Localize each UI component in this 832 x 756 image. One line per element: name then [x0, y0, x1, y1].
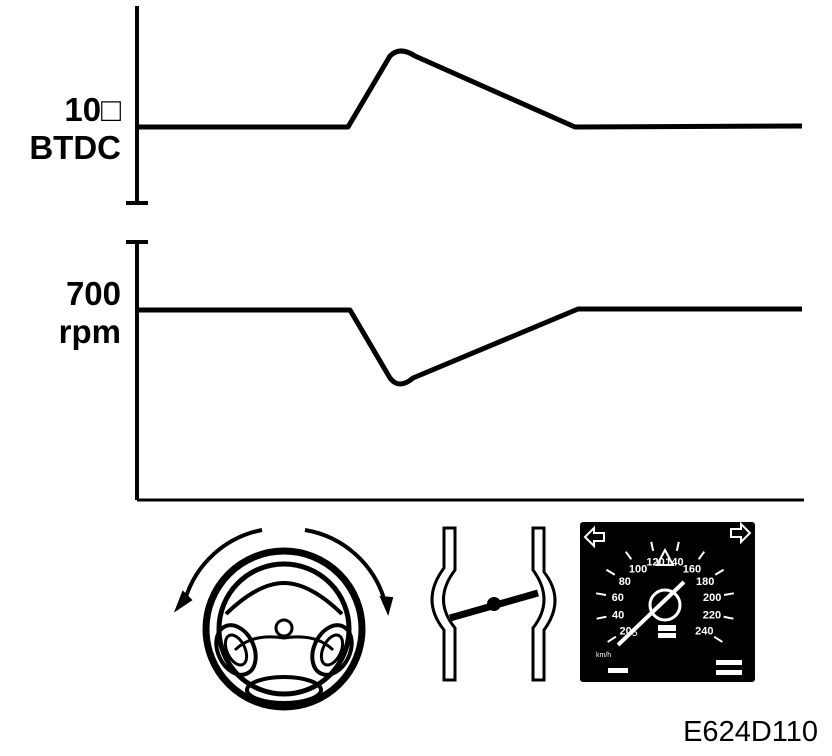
odometer-digit: 5 [632, 628, 638, 639]
idle-value-label: 700 [65, 275, 121, 312]
idle-unit-label: rpm [58, 313, 121, 350]
turn-left-arrow [183, 528, 263, 601]
speed-unit: km/h [596, 652, 611, 659]
idle-curve [137, 306, 802, 387]
timing-curve [137, 48, 803, 130]
speed-tick [697, 551, 706, 560]
idle-chart [126, 240, 804, 502]
speed-scale-label: 160 [683, 563, 701, 575]
speed-tick [596, 615, 607, 620]
speed-scale-label: 20 [620, 625, 632, 637]
speed-tick [723, 592, 735, 596]
speed-scale-label: 220 [703, 609, 721, 621]
speed-scale-label: 240 [695, 625, 713, 637]
speed-tick [605, 568, 616, 576]
speed-tick [624, 551, 633, 560]
arrow-head-left [173, 590, 193, 613]
speed-scale-label: 80 [619, 576, 631, 588]
steering-wheel-icon [173, 528, 394, 711]
timing-chart [126, 6, 803, 205]
speed-scale-label: 40 [612, 609, 624, 621]
speed-tick [607, 635, 617, 643]
arrow-head-right [379, 595, 394, 617]
speed-tick [595, 592, 607, 596]
timing-unit-label: BTDC [29, 129, 121, 166]
speed-scale-label: 200 [703, 592, 721, 604]
speed-tick [675, 541, 680, 552]
speed-scale-label: 180 [696, 576, 714, 588]
speed-scale-label: 120 [646, 557, 664, 569]
timing-value-label: 10□ [64, 91, 121, 128]
speed-scale-label: 100 [629, 563, 647, 575]
throttle-linkage-icon [430, 526, 557, 682]
speed-tick [723, 615, 734, 620]
speed-tick [714, 568, 725, 576]
speed-scale-label: 140 [665, 557, 683, 569]
turn-right-arrow [304, 528, 387, 603]
figure-code: E624D110 [683, 716, 818, 748]
speed-tick [713, 635, 723, 643]
speed-scale-label: 60 [612, 592, 624, 604]
speed-tick [650, 541, 655, 552]
